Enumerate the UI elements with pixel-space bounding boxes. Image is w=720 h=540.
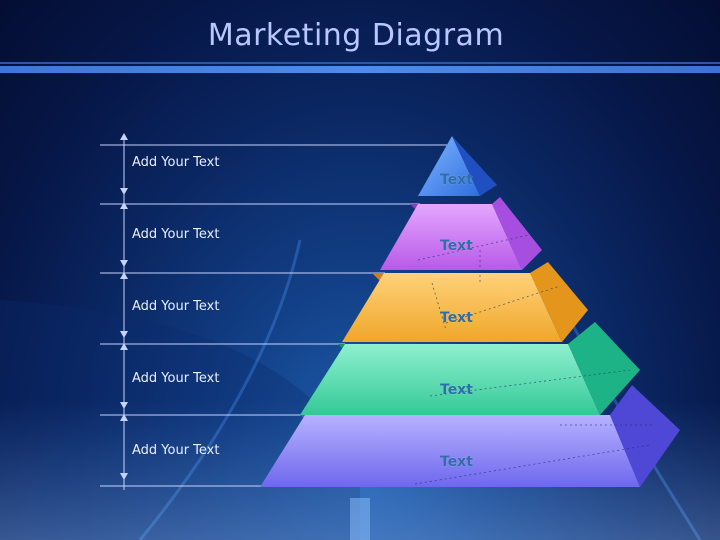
pyramid-level-2 bbox=[380, 197, 542, 270]
title-underline-bar bbox=[0, 66, 720, 73]
row-label-5: Add Your Text bbox=[132, 443, 220, 458]
pyramid-label-1: Text bbox=[440, 172, 473, 188]
pyramid-level-4 bbox=[300, 322, 640, 415]
title-underline-thin bbox=[0, 62, 720, 64]
row-guides bbox=[100, 135, 448, 490]
pyramid-label-5: Text bbox=[440, 454, 473, 470]
pyramid-level-3 bbox=[342, 262, 588, 342]
row-label-1: Add Your Text bbox=[132, 155, 220, 170]
row-label-4: Add Your Text bbox=[132, 371, 220, 386]
slide-title: Marketing Diagram bbox=[207, 18, 505, 53]
pyramid-label-3: Text bbox=[440, 310, 473, 326]
row-guide-arrows bbox=[120, 133, 128, 480]
pyramid-label-2: Text bbox=[440, 238, 473, 254]
pyramid-level-5 bbox=[260, 385, 680, 487]
pyramid-level-1 bbox=[418, 136, 497, 196]
row-label-3: Add Your Text bbox=[132, 299, 220, 314]
row-label-2: Add Your Text bbox=[132, 227, 220, 242]
construction-lines bbox=[414, 231, 655, 485]
pyramid-label-4: Text bbox=[440, 382, 473, 398]
